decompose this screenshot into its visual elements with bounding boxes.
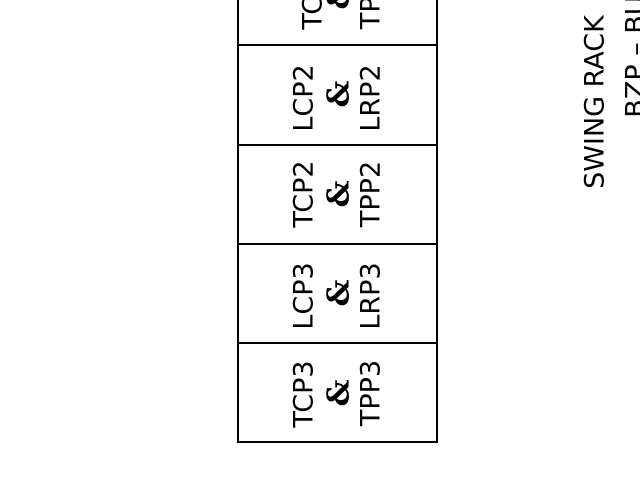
row-bottom-label: TPP3	[356, 360, 387, 427]
panel-row: TCP1 & TPP1	[298, 0, 387, 31]
row-top-label: TCP2	[289, 160, 320, 228]
row-top-label: TCP3	[289, 360, 320, 428]
panel-row: LCP2 & LRP2	[289, 64, 387, 131]
row-bottom-label: TPP1	[356, 0, 387, 30]
bzp-bus-label: BZP – BUS	[621, 0, 640, 118]
row-joiner: &	[322, 180, 357, 207]
row-joiner: &	[322, 0, 357, 10]
panel-row: TCP2 & TPP2	[289, 160, 387, 228]
row-joiner: &	[322, 80, 357, 107]
row-top-label: LCP2	[289, 64, 320, 131]
row-bottom-label: TPP2	[356, 161, 387, 228]
row-bottom-label: LRP3	[356, 262, 387, 329]
row-joiner: &	[322, 279, 357, 306]
panel-row: TCP3 & TPP3	[289, 360, 387, 429]
row-joiner: &	[322, 379, 357, 406]
row-bottom-label: LRP2	[356, 64, 387, 131]
row-top-label: LCP3	[289, 262, 320, 329]
panel-row: LCP3 & LRP3	[289, 262, 387, 329]
swing-rack-label: SWING RACK	[580, 14, 611, 189]
panel-table	[237, 0, 438, 442]
